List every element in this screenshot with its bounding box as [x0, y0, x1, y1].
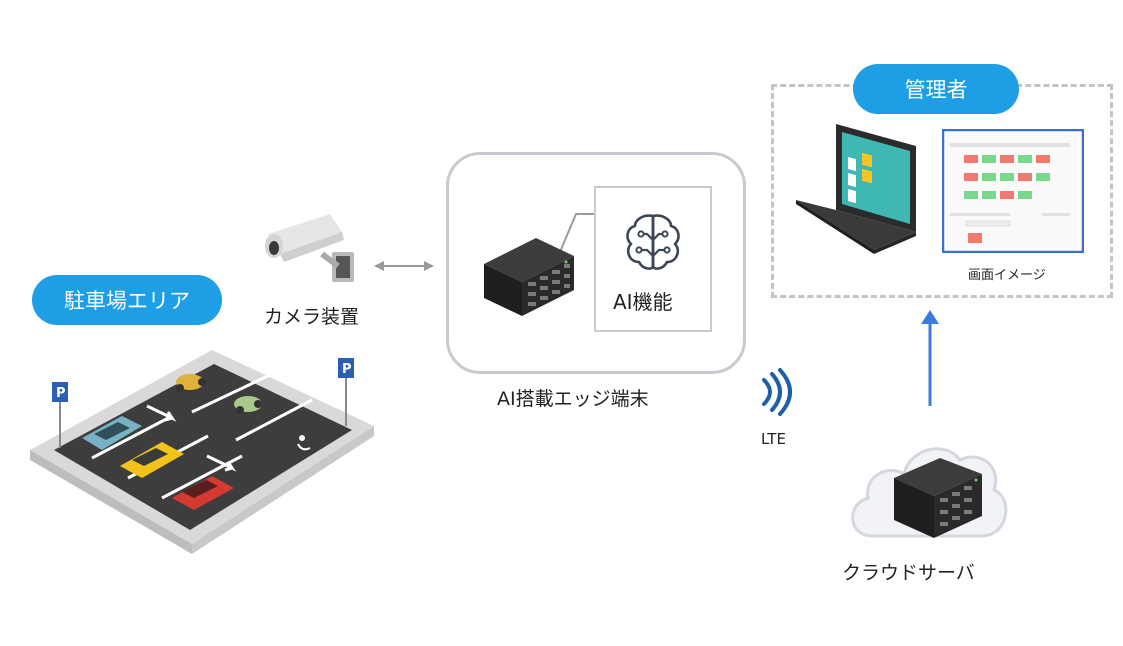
- yellow-taxi-icon: [120, 442, 184, 478]
- parking-sign-icon: P: [338, 358, 354, 426]
- edge-server-icon: [484, 238, 574, 316]
- ai-function-label: AI機能: [613, 290, 673, 314]
- lte-label: LTE: [761, 430, 786, 448]
- brain-circuit-icon: [626, 214, 680, 270]
- parking-lot-illustration: P P: [30, 350, 374, 554]
- red-car-icon: [172, 476, 234, 510]
- admin-title: 管理者: [853, 64, 1019, 114]
- parking-area-title: 駐車場エリア: [32, 275, 222, 325]
- bidirectional-arrow-icon: [374, 261, 434, 271]
- cloud-server-label: クラウドサーバ: [842, 562, 975, 584]
- svg-text:P: P: [56, 386, 66, 401]
- screen-preview-image: [942, 129, 1084, 253]
- screen-image-label: 画面イメージ: [968, 268, 1046, 283]
- upload-arrow-icon: [921, 310, 939, 406]
- motorbike-icon: [176, 374, 206, 392]
- blue-car-icon: [82, 416, 142, 450]
- edge-device-label: AI搭載エッジ端末: [497, 388, 649, 410]
- camera-label: カメラ装置: [264, 306, 360, 328]
- svg-text:P: P: [342, 362, 352, 377]
- parking-sign-icon: P: [52, 382, 68, 448]
- scooter-icon: [234, 396, 262, 414]
- wireless-signal-icon: [762, 368, 792, 416]
- cloud-server-icon: [851, 447, 1008, 538]
- connector-line: [559, 213, 594, 253]
- security-camera-icon: [265, 214, 354, 282]
- laptop-icon: [796, 124, 916, 254]
